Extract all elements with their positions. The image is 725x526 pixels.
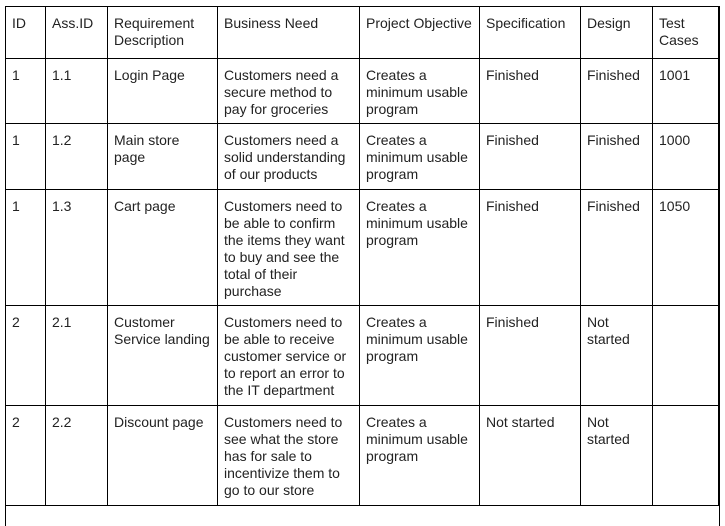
cell-ass-id: 1.2: [45, 123, 108, 190]
cell-specification: Finished: [479, 58, 581, 124]
cell-business-need: Customers need a solid understanding of …: [217, 123, 360, 190]
cell-requirement-description: Discount page: [107, 405, 218, 506]
header-project-objective: Project Objective: [359, 6, 480, 59]
cell-id: 1: [5, 58, 46, 124]
cell-design: Not started: [580, 405, 653, 506]
table-row: 1 1.2 Main store page Customers need a s…: [5, 123, 719, 190]
header-specification: Specification: [479, 6, 581, 59]
cell-business-need: Customers need to be able to receive cus…: [217, 305, 360, 406]
cell-ass-id: 1.1: [45, 58, 108, 124]
cell-design: Finished: [580, 123, 653, 190]
cell-ass-id: 2.2: [45, 405, 108, 506]
header-requirement-description: Requirement Description: [107, 6, 218, 59]
cell-specification: Not started: [479, 405, 581, 506]
table-row: 2 2.2 Discount page Customers need to se…: [5, 405, 719, 506]
table-row: 1 1.1 Login Page Customers need a secure…: [5, 58, 719, 124]
cell-id: 1: [5, 189, 46, 306]
header-test-cases: Test Cases: [652, 6, 719, 59]
cell-specification: Finished: [479, 123, 581, 190]
cell-test-cases: 1000: [652, 123, 719, 190]
cell-requirement-description: Login Page: [107, 58, 218, 124]
cell-specification: Finished: [479, 305, 581, 406]
cell-requirement-description: Cart page: [107, 189, 218, 306]
cell-requirement-description: Customer Service landing: [107, 305, 218, 406]
cell-project-objective: Creates a minimum usable program: [359, 189, 480, 306]
header-design: Design: [580, 6, 653, 59]
cell-project-objective: Creates a minimum usable program: [359, 405, 480, 506]
cell-project-objective: Creates a minimum usable program: [359, 305, 480, 406]
header-ass-id: Ass.ID: [45, 6, 108, 59]
cell-design: Not started: [580, 305, 653, 406]
cell-test-cases: 1001: [652, 58, 719, 124]
cell-ass-id: 1.3: [45, 189, 108, 306]
cell-project-objective: Creates a minimum usable program: [359, 58, 480, 124]
header-id: ID: [5, 6, 46, 59]
requirements-table: ID Ass.ID Requirement Description Busine…: [5, 6, 719, 506]
cell-requirement-description: Main store page: [107, 123, 218, 190]
cell-design: Finished: [580, 189, 653, 306]
cell-ass-id: 2.1: [45, 305, 108, 406]
cell-test-cases: [652, 305, 719, 406]
cell-id: 2: [5, 405, 46, 506]
cell-design: Finished: [580, 58, 653, 124]
cell-specification: Finished: [479, 189, 581, 306]
cell-project-objective: Creates a minimum usable program: [359, 123, 480, 190]
cell-id: 1: [5, 123, 46, 190]
cell-business-need: Customers need to see what the store has…: [217, 405, 360, 506]
cell-test-cases: 1050: [652, 189, 719, 306]
cell-test-cases: [652, 405, 719, 506]
table-header-row: ID Ass.ID Requirement Description Busine…: [5, 6, 719, 59]
cell-id: 2: [5, 305, 46, 406]
table-row: 1 1.3 Cart page Customers need to be abl…: [5, 189, 719, 306]
header-business-need: Business Need: [217, 6, 360, 59]
cell-business-need: Customers need a secure method to pay fo…: [217, 58, 360, 124]
cell-business-need: Customers need to be able to confirm the…: [217, 189, 360, 306]
table-row: 2 2.1 Customer Service landing Customers…: [5, 305, 719, 406]
